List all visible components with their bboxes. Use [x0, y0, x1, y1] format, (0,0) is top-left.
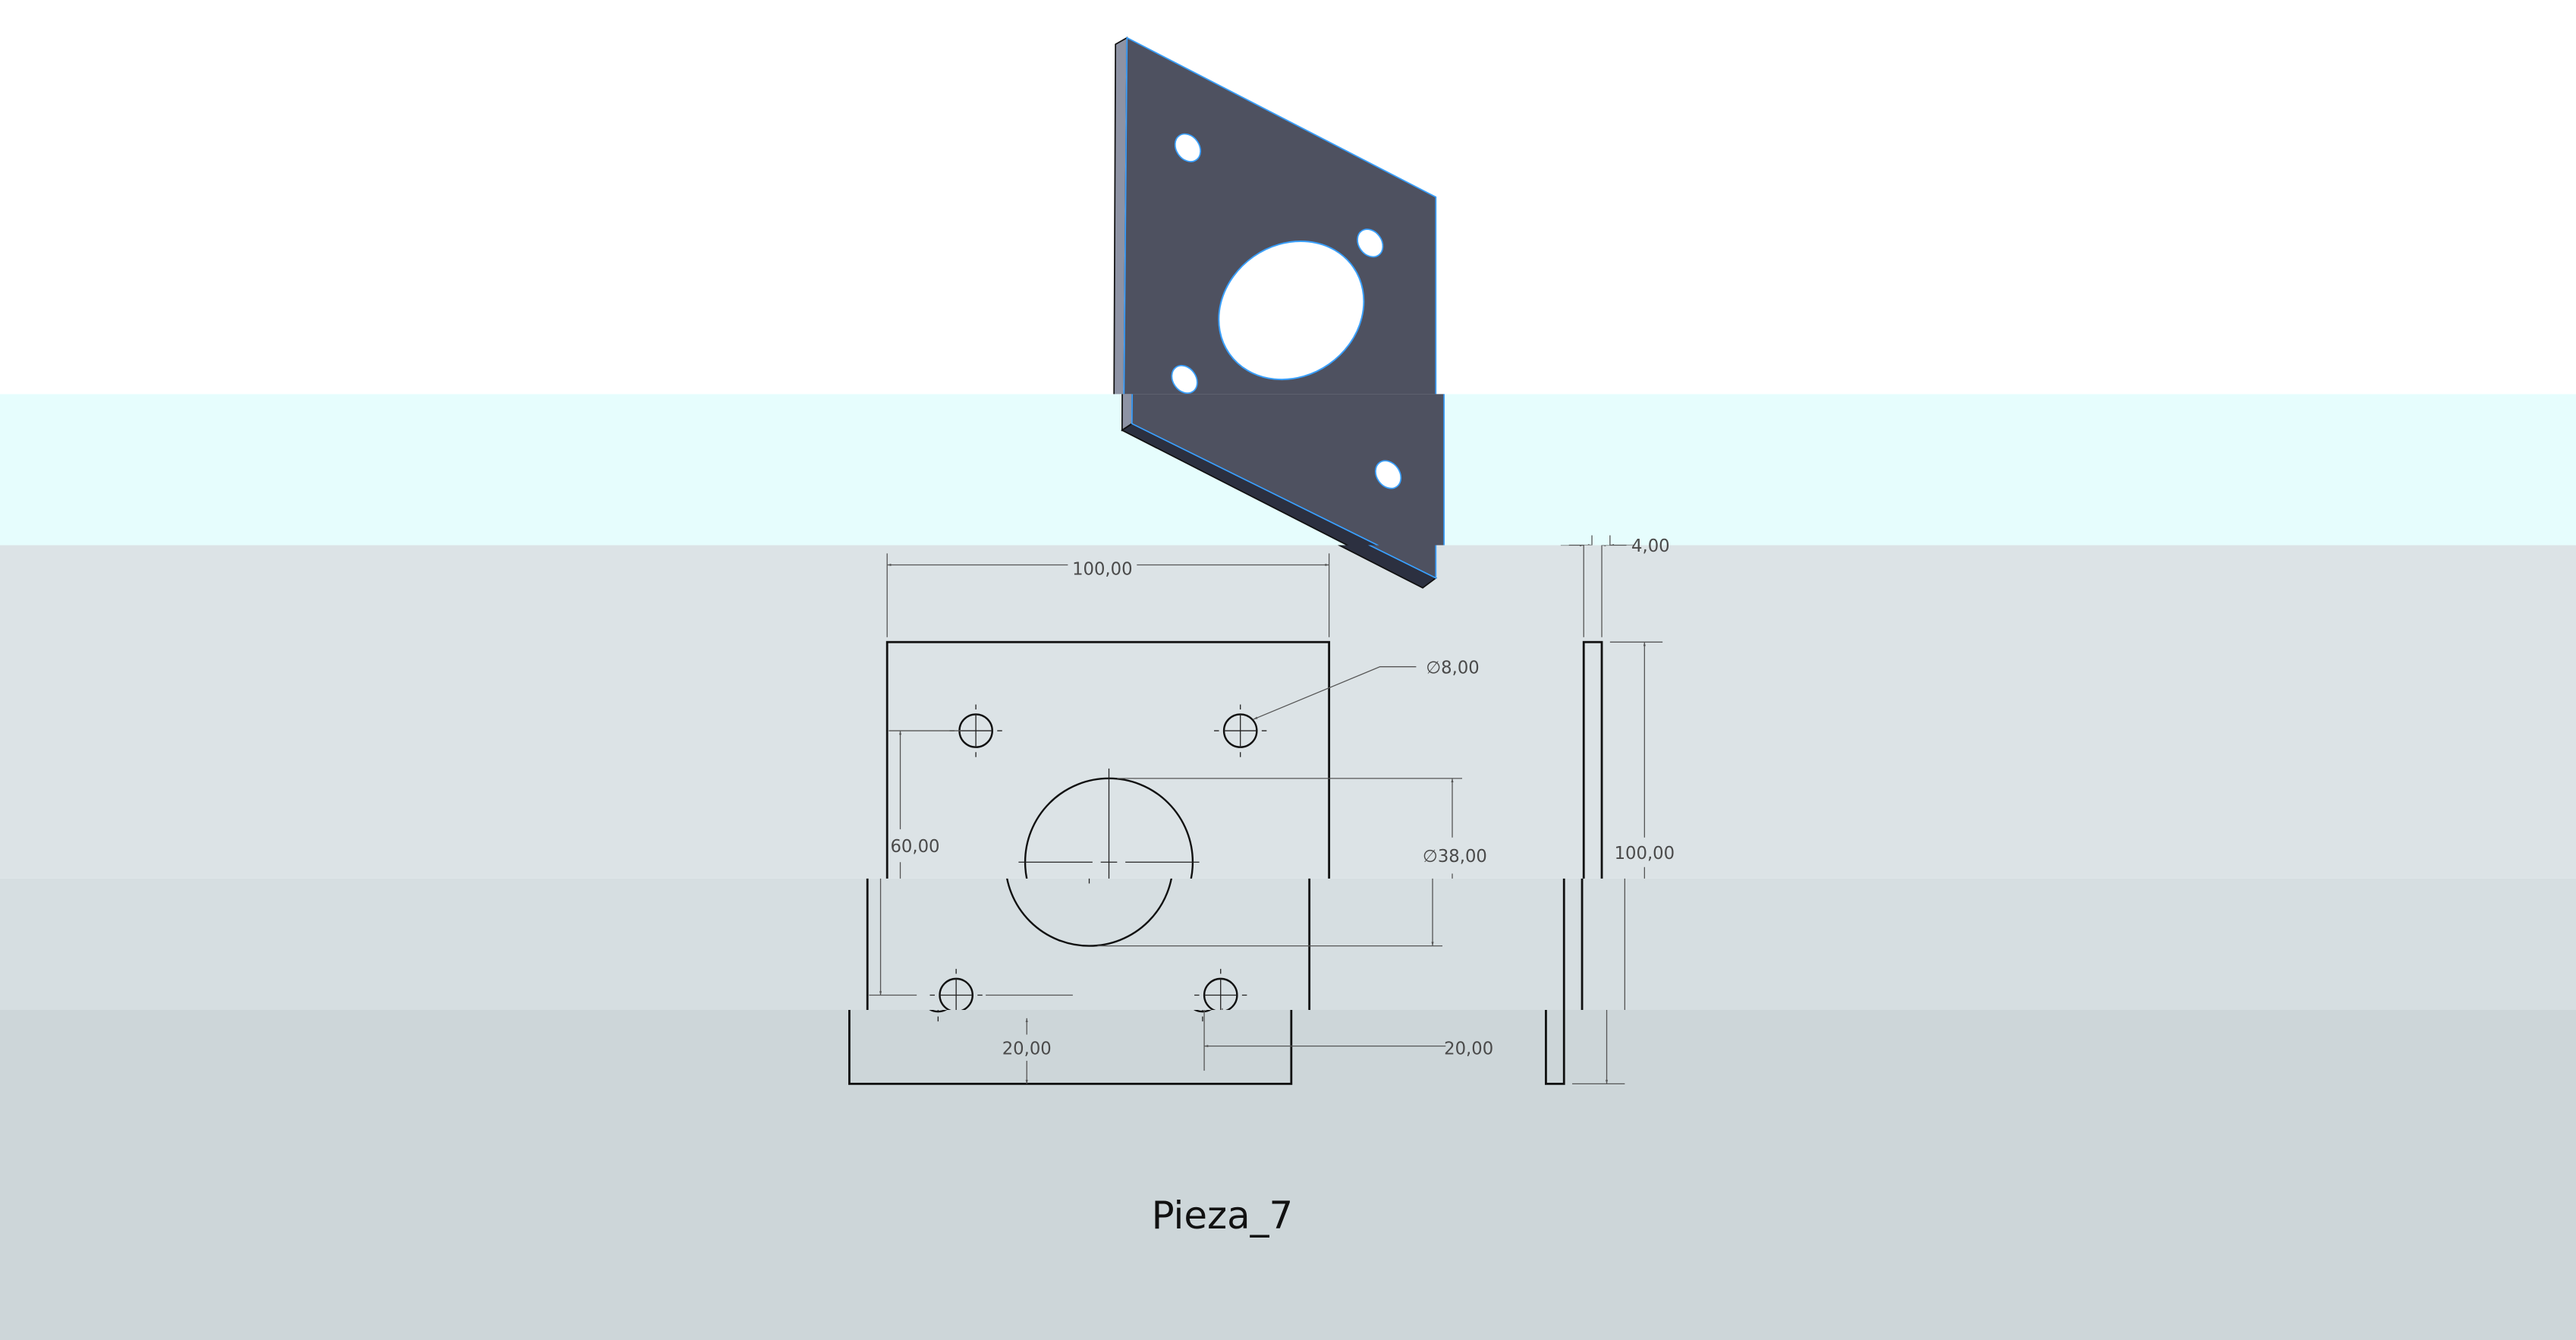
- dim-hole-spacing[interactable]: 60,00: [890, 837, 939, 857]
- part-name-label: Pieza_7: [1152, 1194, 1294, 1238]
- dim-width-top[interactable]: 100,00: [1072, 559, 1133, 579]
- dim-hole-offset-bottom[interactable]: 20,00: [1002, 1039, 1052, 1058]
- dim-center-hole-diameter[interactable]: ∅38,00: [1423, 847, 1487, 867]
- band-gray-2: [0, 878, 2576, 1010]
- dim-thickness[interactable]: 4,00: [1631, 536, 1670, 556]
- band-gray-1: [0, 545, 2576, 879]
- dim-hole-diameter[interactable]: ∅8,00: [1426, 658, 1479, 678]
- dim-hole-offset-right[interactable]: 20,00: [1444, 1039, 1493, 1058]
- dim-side-height[interactable]: 100,00: [1615, 844, 1675, 863]
- band-gray-3: [0, 1009, 2576, 1340]
